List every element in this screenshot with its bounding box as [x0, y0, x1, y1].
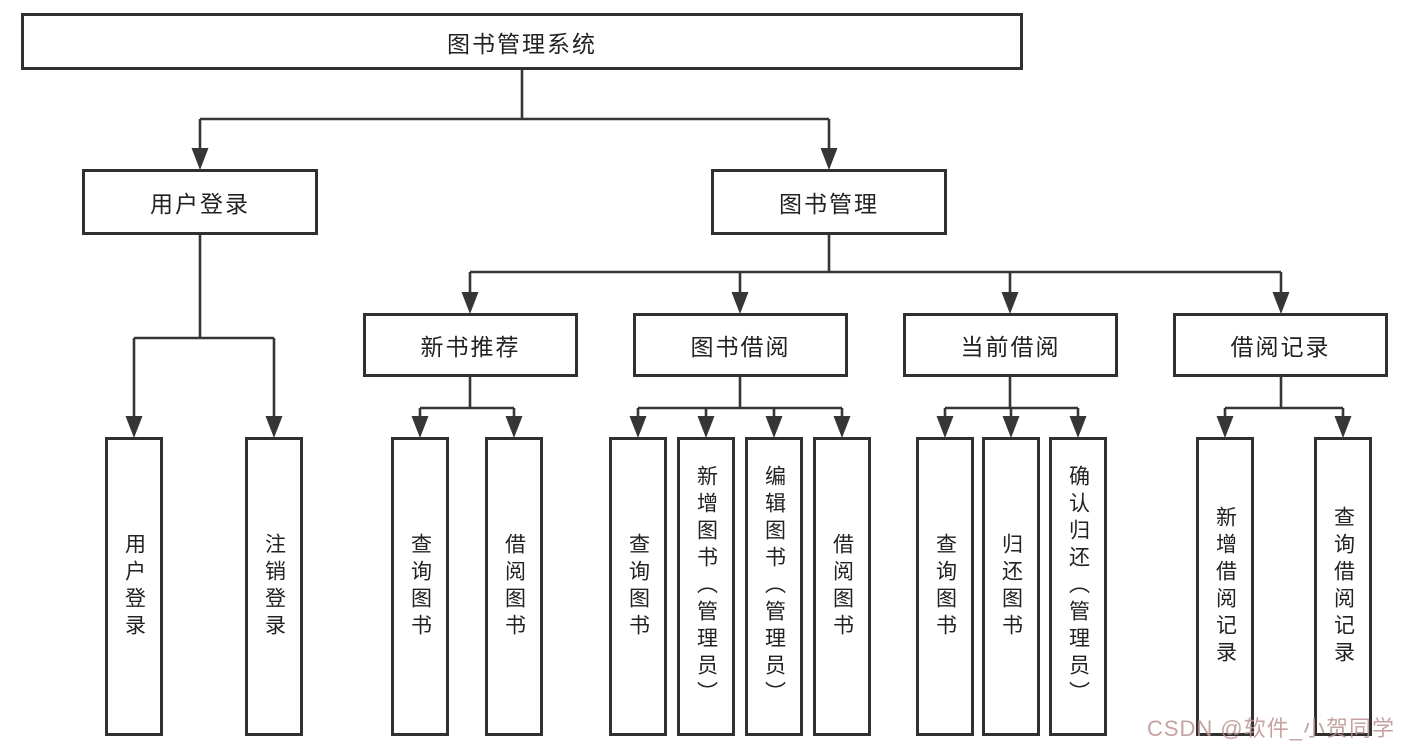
leaf-add-book-admin: 新增图书（管理员）	[677, 437, 735, 736]
node-borrow-record: 借阅记录	[1173, 313, 1388, 377]
leaf-add-book-admin-label: 新增图书（管理员）	[694, 465, 718, 708]
leaf-query-book-2: 查询图书	[609, 437, 667, 736]
leaf-confirm-return-admin-label: 确认归还（管理员）	[1066, 465, 1090, 708]
node-new-book-recommend: 新书推荐	[363, 313, 578, 377]
leaf-borrow-book-1: 借阅图书	[485, 437, 543, 736]
leaf-user-login: 用户登录	[105, 437, 163, 736]
node-current-borrow: 当前借阅	[903, 313, 1118, 377]
leaf-query-book-3: 查询图书	[916, 437, 974, 736]
leaf-query-book-1: 查询图书	[391, 437, 449, 736]
node-book-borrow: 图书借阅	[633, 313, 848, 377]
leaf-return-book: 归还图书	[982, 437, 1040, 736]
node-new-book-recommend-label: 新书推荐	[420, 334, 521, 360]
node-user-login: 用户登录	[82, 169, 318, 235]
node-book-borrow-label: 图书借阅	[690, 334, 791, 360]
node-book-manage: 图书管理	[711, 169, 947, 235]
node-user-login-label: 用户登录	[150, 191, 250, 217]
leaf-add-borrow-record: 新增借阅记录	[1196, 437, 1254, 736]
leaf-borrow-book-1-label: 借阅图书	[502, 532, 526, 641]
leaf-query-book-2-label: 查询图书	[626, 532, 650, 641]
node-borrow-record-label: 借阅记录	[1230, 334, 1331, 360]
node-root-label: 图书管理系统	[447, 30, 597, 57]
leaf-query-book-1-label: 查询图书	[408, 532, 432, 641]
node-root-system: 图书管理系统	[21, 13, 1023, 70]
leaf-borrow-book-2: 借阅图书	[813, 437, 871, 736]
node-current-borrow-label: 当前借阅	[960, 334, 1061, 360]
leaf-add-borrow-record-label: 新增借阅记录	[1213, 505, 1237, 668]
leaf-return-book-label: 归还图书	[999, 532, 1023, 641]
leaf-confirm-return-admin: 确认归还（管理员）	[1049, 437, 1107, 736]
leaf-edit-book-admin: 编辑图书（管理员）	[745, 437, 803, 736]
leaf-borrow-book-2-label: 借阅图书	[830, 532, 854, 641]
leaf-user-login-label: 用户登录	[122, 532, 146, 641]
leaf-query-borrow-record-label: 查询借阅记录	[1331, 505, 1355, 668]
leaf-logout-label: 注销登录	[262, 532, 286, 641]
leaf-query-borrow-record: 查询借阅记录	[1314, 437, 1372, 736]
leaf-logout: 注销登录	[245, 437, 303, 736]
leaf-query-book-3-label: 查询图书	[933, 532, 957, 641]
node-book-manage-label: 图书管理	[779, 191, 879, 217]
leaf-edit-book-admin-label: 编辑图书（管理员）	[762, 465, 786, 708]
